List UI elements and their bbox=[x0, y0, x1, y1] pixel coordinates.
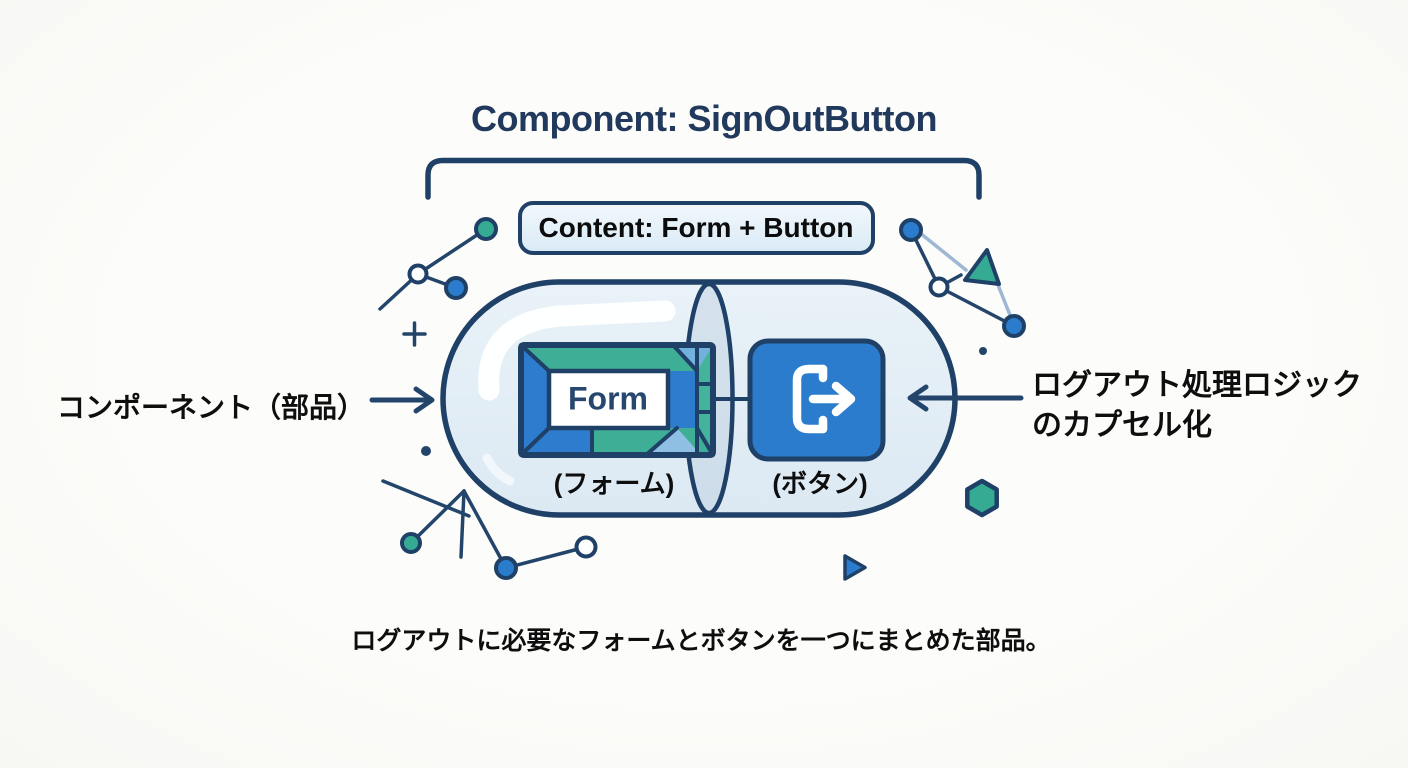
right-annotation-arrow bbox=[907, 384, 1024, 412]
decor-zigzag-bottom-left bbox=[381, 479, 598, 580]
decor-network-top-left bbox=[378, 217, 498, 456]
right-annotation-line1: ログアウト処理ロジック bbox=[1032, 369, 1362, 402]
decor-white-node bbox=[928, 276, 950, 298]
decor-blue-node bbox=[899, 218, 923, 242]
decor-teal-node bbox=[400, 532, 422, 554]
decor-blue-node bbox=[1002, 314, 1026, 338]
form-graphic bbox=[518, 342, 716, 458]
left-annotation-arrow bbox=[369, 386, 435, 414]
decor-white-node bbox=[407, 263, 429, 285]
form-caption: (フォーム) bbox=[553, 468, 675, 499]
decor-plus-icon bbox=[402, 321, 427, 347]
form-label: Form bbox=[568, 380, 648, 417]
decor-hexagon bbox=[965, 478, 999, 518]
decor-blue-node bbox=[494, 556, 518, 580]
decor-teal-triangle bbox=[963, 248, 1001, 286]
decor-dot bbox=[979, 347, 987, 355]
bottom-caption: ログアウトに必要なフォームとボタンを一つにまとめた部品。 bbox=[351, 627, 1051, 655]
form-inner-panel bbox=[546, 368, 671, 431]
component-scope-bracket bbox=[425, 157, 982, 200]
diagram-title: Component: SignOutButton bbox=[471, 98, 937, 139]
signout-button-graphic bbox=[747, 338, 886, 462]
right-annotation-line2: のカプセル化 bbox=[1032, 409, 1212, 442]
left-annotation-label: コンポーネント（部品） bbox=[57, 392, 366, 423]
button-caption: (ボタン) bbox=[772, 468, 868, 499]
content-box-label: Content: Form + Button bbox=[538, 212, 854, 243]
capsule-gloss-small bbox=[482, 453, 515, 486]
decor-play-triangle bbox=[843, 554, 867, 581]
sign-out-icon bbox=[792, 364, 856, 434]
capsule-gloss-highlight bbox=[478, 300, 676, 401]
decor-white-node bbox=[574, 535, 598, 559]
decor-teal-node bbox=[474, 217, 498, 241]
decor-network-top-right bbox=[899, 218, 1026, 355]
content-box bbox=[518, 201, 875, 255]
decor-dot bbox=[421, 446, 431, 456]
decor-blue-node bbox=[444, 276, 468, 300]
right-annotation-label: ログアウト処理ロジック のカプセル化 bbox=[1032, 366, 1362, 446]
